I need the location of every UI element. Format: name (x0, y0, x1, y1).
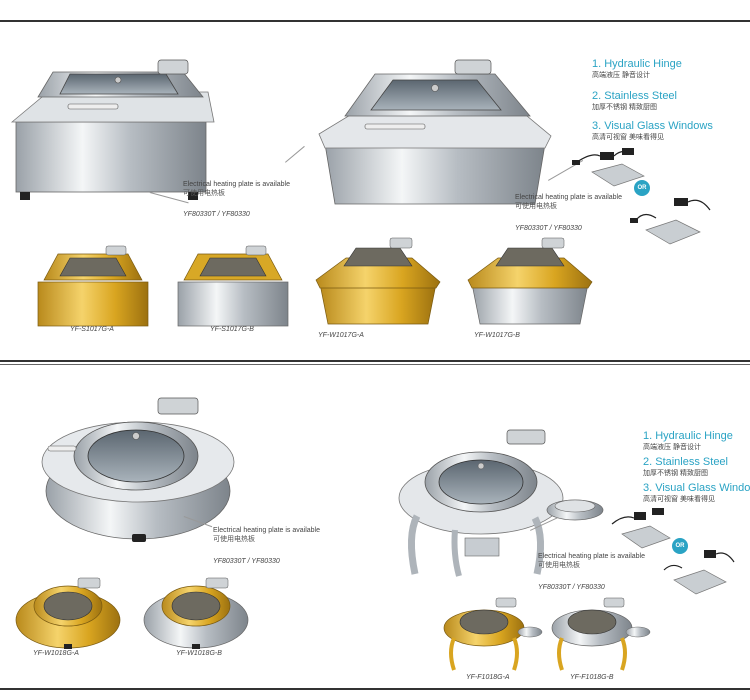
feature-stainless-steel-top: 2. Stainless Steel 加厚不锈钢 精致厨图 (592, 90, 677, 111)
heating-note-center: Electrical heating plate is available 可使… (515, 194, 623, 210)
variant-gold-round-a (12, 568, 124, 652)
leader-line-left-2 (285, 145, 305, 163)
model-code-center: YF80330T / YF80330 (515, 225, 582, 232)
middle-divider-bottom (0, 364, 750, 365)
top-border-line (0, 20, 750, 22)
variant-caption-1: YF-S1017G-A (70, 326, 114, 333)
model-code-left: YF80330T / YF80330 (183, 211, 250, 218)
variant-gold-stand-a (440, 592, 544, 676)
variant-steel-stand-b (548, 592, 652, 676)
variant-caption-7: YF-F1018G-A (466, 674, 510, 681)
variant-caption-3: YF-W1017G-A (318, 332, 364, 339)
heating-plate-2-top (630, 190, 720, 248)
heating-plate-1-top (572, 142, 652, 192)
feature-glass-window-bottom: 3. Visual Glass Windows 高清可视窗 美味看得见 (643, 482, 750, 503)
variant-steel-square-b (172, 240, 294, 332)
variant-caption-2: YF-S1017G-B (210, 326, 254, 333)
heating-plate-1-bottom (608, 504, 678, 552)
round-chafer-large-left (38, 386, 238, 546)
variant-gold-square-a (32, 240, 154, 332)
variant-caption-4: YF-W1017G-B (474, 332, 520, 339)
or-badge-top: OR (634, 180, 650, 196)
variant-steel-round-b (140, 568, 252, 652)
model-code-bottom-left: YF80330T / YF80330 (213, 558, 280, 565)
square-chafer-large-left (8, 52, 218, 202)
variant-gold-round-square-a (312, 232, 444, 332)
feature-stainless-steel-bottom: 2. Stainless Steel 加厚不锈钢 精致厨图 (643, 456, 728, 477)
variant-caption-8: YF-F1018G-B (570, 674, 614, 681)
or-badge-bottom: OR (672, 538, 688, 554)
variant-caption-5: YF-W1018G-A (33, 650, 79, 657)
feature-hydraulic-hinge-bottom: 1. Hydraulic Hinge 高端液压 静音设计 (643, 430, 733, 451)
bottom-border-line (0, 688, 750, 690)
bottom-product-panel: Electrical heating plate is available 可使… (0, 366, 750, 686)
feature-glass-window-top: 3. Visual Glass Windows 高清可视窗 美味看得见 (592, 120, 713, 141)
heating-plate-2-bottom (660, 544, 740, 598)
model-code-bottom-right: YF80330T / YF80330 (538, 584, 605, 591)
heating-note-bottom-right: Electrical heating plate is available 可使… (538, 553, 646, 569)
middle-divider-top (0, 360, 750, 362)
square-chafer-large-center (315, 54, 555, 219)
feature-hydraulic-hinge-top: 1. Hydraulic Hinge 高端液压 静音设计 (592, 58, 682, 79)
heating-note-left: Electrical heating plate is available 可使… (183, 181, 291, 197)
heating-note-bottom-left: Electrical heating plate is available 可使… (213, 527, 321, 543)
top-product-panel: Electrical heating plate is available 可使… (0, 22, 750, 358)
round-chafer-stand-center (395, 426, 605, 586)
variant-steel-round-square-b (464, 232, 596, 332)
variant-caption-6: YF-W1018G-B (176, 650, 222, 657)
